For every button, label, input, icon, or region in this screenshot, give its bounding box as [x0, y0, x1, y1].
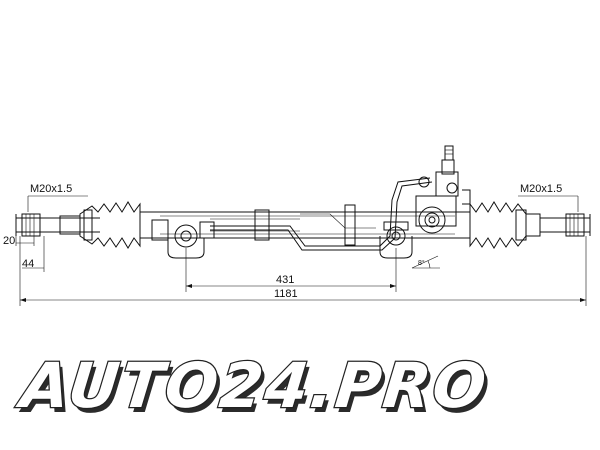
- right-tie-rod: [540, 213, 591, 237]
- dimension-20: 20: [3, 235, 35, 247]
- hydraulic-lines: [210, 177, 433, 251]
- watermark-shadow: AUTO24.PRO: [16, 354, 495, 427]
- dim-431-value: 431: [276, 274, 294, 286]
- dim-1181-value: 1181: [274, 288, 298, 300]
- left-tie-rod: [15, 213, 100, 237]
- right-thread-label: M20x1.5: [520, 183, 562, 195]
- dim-20-value: 20: [3, 235, 15, 247]
- pinion-valve-housing: [415, 145, 471, 234]
- left-boot: [79, 201, 141, 249]
- right-thread-callout: M20x1.5: [518, 183, 579, 212]
- angle-marker: 8°: [411, 255, 440, 269]
- left-mount-bracket: [151, 219, 215, 259]
- watermark: AUTO24.PRO AUTO24.PRO: [11, 348, 495, 427]
- angle-label: 8°: [418, 259, 425, 267]
- dimension-1181: 1181: [19, 236, 587, 306]
- dimension-44: 44: [22, 236, 45, 272]
- left-thread-label: M20x1.5: [30, 183, 72, 195]
- dimension-431: 431: [185, 248, 397, 292]
- left-thread-callout: M20x1.5: [27, 183, 88, 212]
- right-boot: [469, 201, 541, 249]
- watermark-text: AUTO24.PRO: [13, 349, 492, 422]
- rack-housing: [140, 204, 470, 246]
- dim-44-value: 44: [22, 258, 34, 270]
